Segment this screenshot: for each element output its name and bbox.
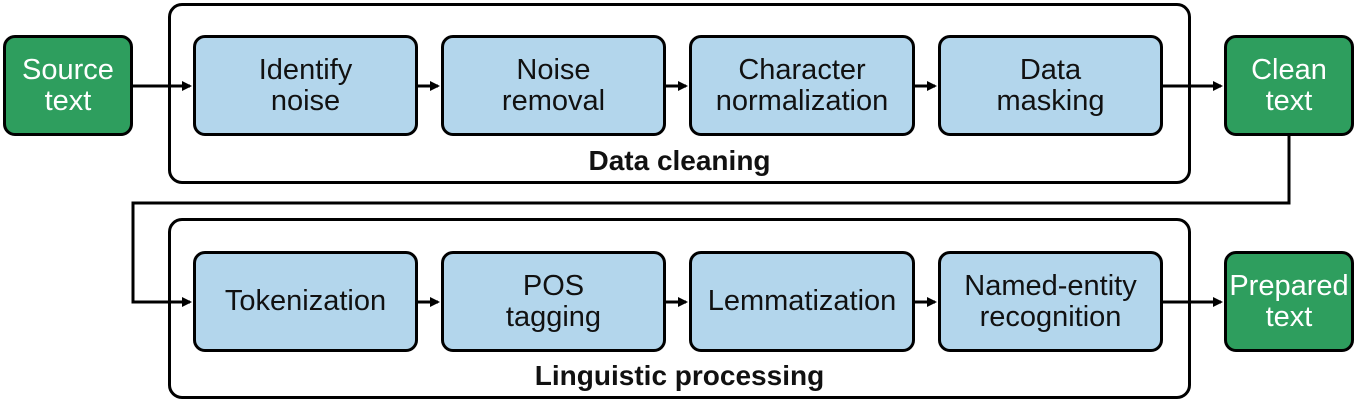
prepared-text-line-1: Prepared	[1229, 269, 1349, 302]
source-text-line-1: Source	[22, 53, 114, 86]
source-text-node: Source text	[3, 35, 133, 136]
group-data-cleaning: Data cleaning	[168, 3, 1191, 184]
step-label-line-1: Named-entity	[964, 269, 1137, 302]
step-label-line-1: Character	[738, 53, 866, 86]
clean-text-line-1: Clean	[1251, 53, 1327, 86]
step-label-line-1: Identify	[258, 53, 353, 86]
step-label-line-2: normalization	[715, 84, 889, 117]
prepared-text-node: Prepared text	[1224, 251, 1354, 352]
step-label-line-2: recognition	[979, 300, 1122, 333]
step-lemmatization: Lemmatization	[689, 251, 915, 352]
step-label-line-1: Noise	[516, 53, 591, 86]
source-text-line-2: text	[44, 84, 92, 117]
step-label-line-1: Tokenization	[224, 285, 387, 317]
step-label-line-2: masking	[996, 84, 1105, 117]
step-character-normalization: Character normalization	[689, 35, 915, 136]
clean-text-node: Clean text	[1224, 35, 1354, 136]
step-identify-noise: Identify noise	[193, 35, 418, 136]
group-label-linguistic-processing: Linguistic processing	[534, 360, 825, 391]
step-label-line-2: tagging	[505, 300, 602, 333]
step-pos-tagging: POS tagging	[441, 251, 666, 352]
clean-text-line-2: text	[1265, 84, 1313, 117]
step-tokenization: Tokenization	[193, 251, 418, 352]
step-label-line-1: POS	[522, 269, 585, 302]
step-data-masking: Data masking	[938, 35, 1163, 136]
group-linguistic-processing: Linguistic processing	[168, 218, 1191, 399]
step-label-line-2: removal	[501, 84, 606, 117]
arrow-clean-to-tokenization	[131, 135, 1291, 307]
step-label-line-2: noise	[270, 84, 341, 117]
step-noise-removal: Noise removal	[441, 35, 666, 136]
step-label-line-1: Lemmatization	[707, 285, 897, 317]
step-label-line-1: Data	[1019, 53, 1082, 86]
group-label-data-cleaning: Data cleaning	[588, 145, 771, 176]
step-named-entity-recognition: Named-entity recognition	[938, 251, 1163, 352]
prepared-text-line-2: text	[1265, 300, 1313, 333]
